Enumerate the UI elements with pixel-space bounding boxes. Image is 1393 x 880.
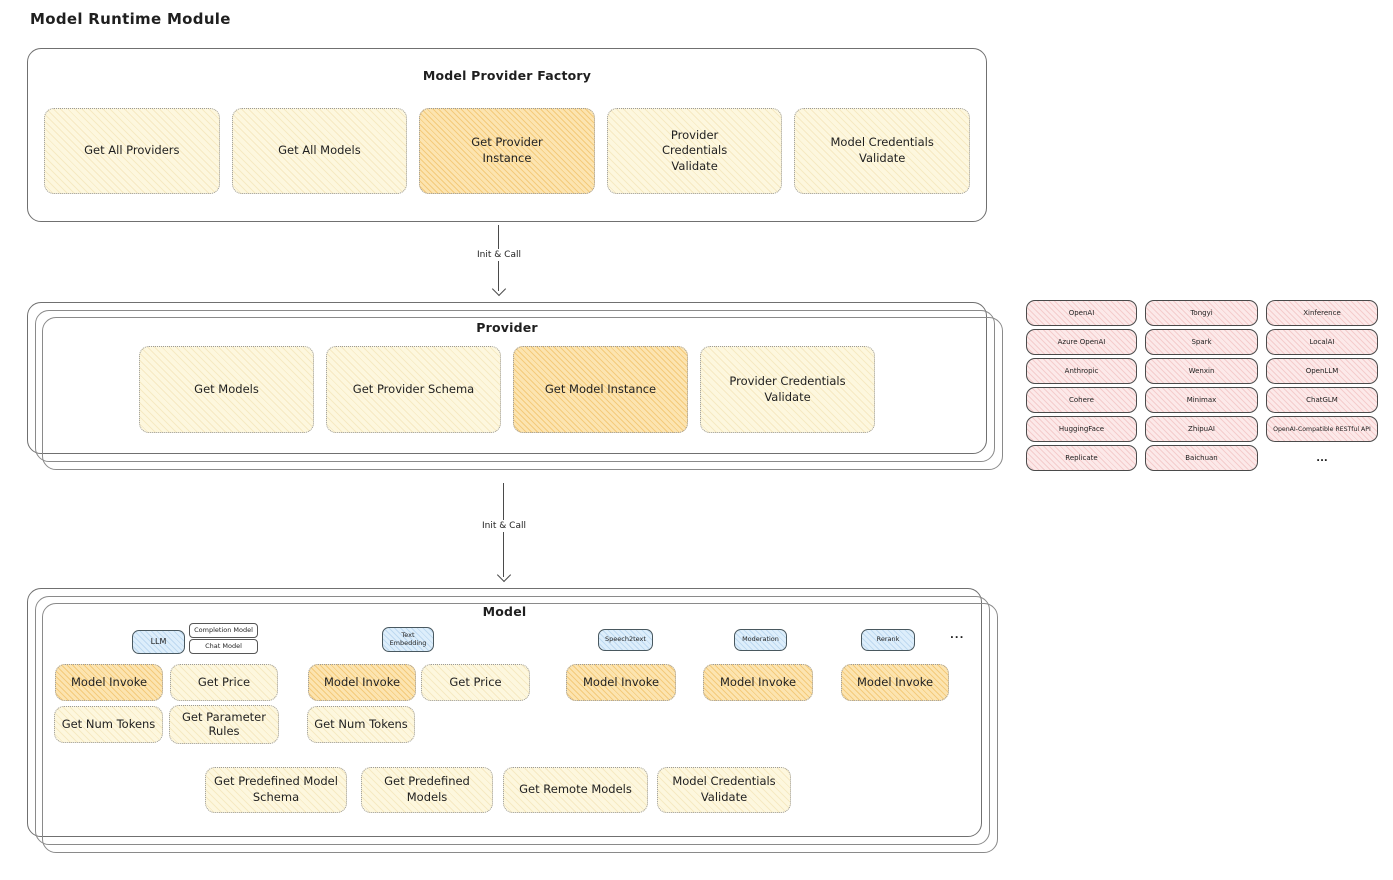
node-get-provider-instance: Get Provider Instance bbox=[419, 108, 595, 194]
node-llm-get-price: Get Price bbox=[170, 664, 278, 701]
factory-title: Model Provider Factory bbox=[422, 68, 592, 83]
provider-chip-xinference: Xinference bbox=[1266, 300, 1378, 326]
factory-box-row: Get All Providers Get All Models Get Pro… bbox=[28, 108, 986, 194]
providers-grid: OpenAI Tongyi Xinference Azure OpenAI Sp… bbox=[1026, 300, 1378, 471]
tag-completion-model: Completion Model bbox=[189, 623, 258, 638]
provider-panel: Provider Get Models Get Provider Schema … bbox=[27, 302, 1003, 470]
arrow-head-icon bbox=[496, 567, 512, 583]
node-rerank-model-invoke: Model Invoke bbox=[841, 664, 949, 701]
node-moderation-model-invoke: Model Invoke bbox=[703, 664, 813, 701]
provider-chip-localai: LocalAI bbox=[1266, 329, 1378, 355]
provider-chip-replicate: Replicate bbox=[1026, 445, 1137, 471]
node-get-models: Get Models bbox=[139, 346, 314, 433]
provider-chip-chatglm: ChatGLM bbox=[1266, 387, 1378, 413]
node-llm-get-parameter-rules: Get Parameter Rules bbox=[169, 705, 279, 744]
tag-moderation: Moderation bbox=[734, 629, 787, 651]
provider-title: Provider bbox=[476, 320, 538, 335]
provider-chip-cohere: Cohere bbox=[1026, 387, 1137, 413]
node-embedding-get-num-tokens: Get Num Tokens bbox=[307, 706, 415, 743]
provider-chip-huggingface: HuggingFace bbox=[1026, 416, 1137, 442]
provider-chip-tongyi: Tongyi bbox=[1145, 300, 1258, 326]
node-speech2text-model-invoke: Model Invoke bbox=[566, 664, 676, 701]
tag-speech2text: Speech2text bbox=[598, 629, 653, 651]
arrow-head-icon bbox=[491, 281, 507, 297]
node-llm-model-invoke: Model Invoke bbox=[55, 664, 163, 701]
provider-box-row: Get Models Get Provider Schema Get Model… bbox=[28, 346, 986, 433]
node-model-credentials-validate: Model Credentials Validate bbox=[794, 108, 970, 194]
tag-rerank: Rerank bbox=[861, 629, 915, 651]
node-get-model-instance: Get Model Instance bbox=[513, 346, 688, 433]
tags-ellipsis: ... bbox=[950, 630, 965, 641]
node-provider-credentials-validate-2: Provider Credentials Validate bbox=[700, 346, 875, 433]
node-provider-credentials-validate: Provider Credentials Validate bbox=[606, 108, 783, 194]
node-get-provider-schema: Get Provider Schema bbox=[326, 346, 501, 433]
node-embedding-model-invoke: Model Invoke bbox=[308, 664, 416, 701]
node-model-credentials-validate-2: Model Credentials Validate bbox=[657, 767, 791, 813]
provider-chip-anthropic: Anthropic bbox=[1026, 358, 1137, 384]
provider-chip-baichuan: Baichuan bbox=[1145, 445, 1258, 471]
tag-text-embedding: Text Embedding bbox=[382, 627, 434, 652]
provider-chip-zhipuai: ZhipuAI bbox=[1145, 416, 1258, 442]
provider-chip-minimax: Minimax bbox=[1145, 387, 1258, 413]
node-llm-get-num-tokens: Get Num Tokens bbox=[54, 706, 163, 743]
arrow-label-init-call-1: Init & Call bbox=[472, 249, 526, 261]
arrow-label-init-call-2: Init & Call bbox=[477, 520, 531, 532]
provider-chip-azure-openai: Azure OpenAI bbox=[1026, 329, 1137, 355]
node-embedding-get-price: Get Price bbox=[421, 664, 530, 701]
model-title: Model bbox=[482, 604, 527, 619]
model-panel: Model LLM Completion Model Chat Model Te… bbox=[27, 588, 998, 853]
provider-chip-wenxin: Wenxin bbox=[1145, 358, 1258, 384]
node-get-predefined-model-schema: Get Predefined Model Schema bbox=[205, 767, 347, 813]
provider-chip-openai: OpenAI bbox=[1026, 300, 1137, 326]
provider-chip-openllm: OpenLLM bbox=[1266, 358, 1378, 384]
tag-chat-model: Chat Model bbox=[189, 639, 258, 654]
node-get-remote-models: Get Remote Models bbox=[503, 767, 648, 813]
tag-llm: LLM bbox=[132, 630, 185, 654]
node-get-all-models: Get All Models bbox=[231, 108, 408, 194]
provider-chip-spark: Spark bbox=[1145, 329, 1258, 355]
page-title: Model Runtime Module bbox=[30, 10, 231, 28]
factory-panel: Model Provider Factory Get All Providers… bbox=[27, 48, 987, 222]
provider-chip-openai-compatible: OpenAI-Compatible RESTful API bbox=[1266, 416, 1378, 442]
node-get-predefined-models: Get Predefined Models bbox=[361, 767, 493, 813]
node-get-all-providers: Get All Providers bbox=[44, 108, 220, 194]
provider-chip-ellipsis: ... bbox=[1316, 452, 1328, 464]
